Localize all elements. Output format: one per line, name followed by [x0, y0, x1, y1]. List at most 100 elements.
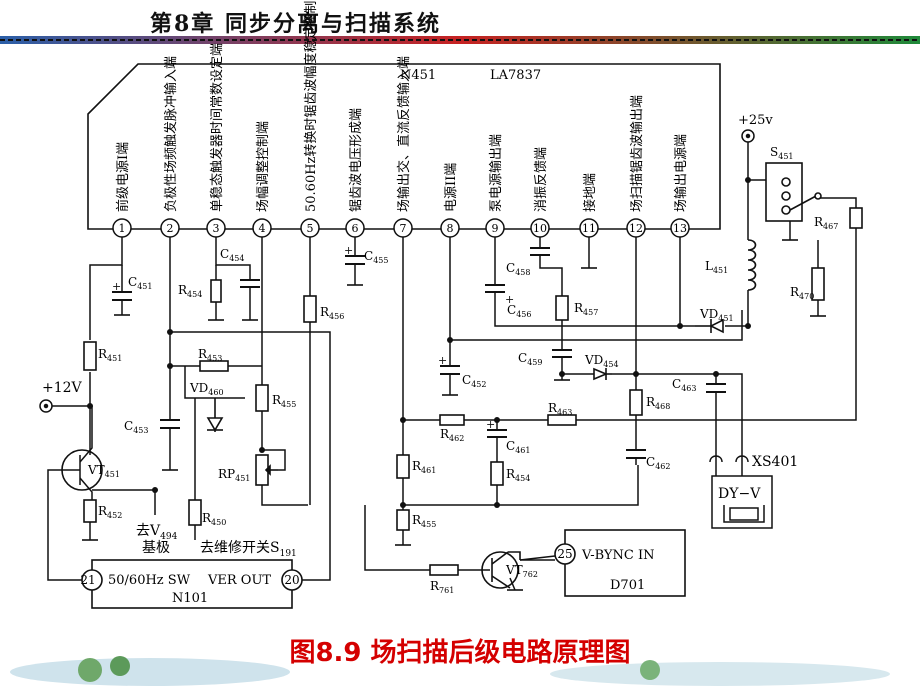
svg-text:+: +	[438, 354, 447, 367]
label-r468: R468	[646, 395, 670, 411]
polarity-marks: + + + + +	[112, 244, 514, 431]
n101-pin-21: 21	[80, 573, 95, 587]
ic-pin-number: 5	[307, 222, 314, 235]
resistor-r761	[429, 564, 459, 576]
label-c451: C451	[128, 275, 152, 291]
ic-pin-label: 50.60Hz转换时锯齿波幅度稳定控制端	[303, 0, 319, 212]
label-c453: C453	[124, 419, 148, 435]
resistor-r455-a	[255, 384, 269, 412]
label-r451: R451	[98, 347, 122, 363]
junction-dots	[87, 177, 751, 508]
label-c459: C459	[518, 351, 542, 367]
capacitor-c456	[485, 284, 505, 293]
resistor-r453	[199, 360, 229, 372]
capacitor-c458	[530, 247, 550, 256]
ic-pin-number: 7	[400, 222, 407, 235]
switch-s451	[765, 162, 822, 222]
capacitor-leads	[121, 255, 717, 465]
label-c452: C452	[462, 373, 486, 389]
label-c461: C461	[506, 439, 530, 455]
ic-pin-number: 2	[167, 222, 174, 235]
label-vd451: VD451	[699, 307, 734, 323]
ic-pin-label: 电源II端	[444, 163, 459, 212]
diode-vd460	[206, 417, 224, 432]
capacitor-c453	[160, 419, 180, 429]
n101-pin-20: 20	[284, 573, 299, 587]
label-r456: R456	[320, 305, 344, 321]
svg-text:+: +	[505, 293, 514, 306]
capacitor-c462	[626, 449, 646, 459]
resistor-r452	[83, 499, 97, 523]
label-r462: R462	[440, 427, 464, 443]
label-r454b: R454	[506, 467, 530, 483]
n101-text-right: VER OUT	[207, 573, 271, 588]
d701-text: V-BYNC IN	[581, 548, 654, 563]
ic-pin-number: 3	[213, 222, 220, 235]
label-r452: R452	[98, 504, 122, 520]
resistor-r454-a	[210, 279, 222, 303]
ic-n451-part: LA7837	[490, 68, 541, 83]
ic-pin-12: 12 场扫描锯齿波输出端	[626, 95, 646, 238]
label-r454a: R454	[178, 283, 202, 299]
svg-text:+: +	[486, 418, 495, 431]
label-r470: R470	[790, 285, 814, 301]
ic-pin-number: 10	[533, 222, 547, 235]
label-r457: R457	[574, 301, 598, 317]
ic-pin-number: 12	[629, 222, 643, 235]
capacitor-c459	[552, 349, 572, 358]
ic-pin-7: 7 场输出交、直流反馈输入端	[393, 56, 413, 238]
ground-symbols	[82, 239, 826, 591]
bottom-decoration	[10, 656, 890, 686]
label-plus12v: +12V	[42, 380, 83, 396]
resistor-r451	[83, 341, 97, 371]
ic-pin-label: 消振反馈端	[534, 147, 549, 212]
ic-pin-label: 前级电源I端	[115, 142, 131, 212]
potentiometer-rp451	[255, 454, 278, 486]
ic-pin-label: 场扫描锯齿波输出端	[629, 95, 645, 212]
resistor-r470	[811, 267, 825, 301]
ic-n451-ref: N451	[400, 68, 436, 83]
ic-pin-label: 单稳态触发器时间常数设定端	[209, 43, 225, 212]
label-rp451: RP451	[218, 467, 250, 483]
label-c456: C456	[507, 303, 531, 319]
note-base: 基极	[142, 539, 170, 556]
transistor-vt451	[61, 449, 103, 491]
ic-pin-label: 泵电源输出端	[488, 134, 504, 212]
capacitor-c455	[345, 255, 365, 265]
ic-pin-label: 场幅调整控制端	[256, 121, 271, 212]
resistor-r462	[439, 414, 465, 426]
label-dy-v: DY−V	[718, 486, 761, 502]
note-to-v494: 去V494	[136, 523, 178, 542]
label-l451: L451	[705, 259, 728, 275]
transistors	[61, 449, 521, 589]
resistor-r455-b	[396, 509, 410, 531]
label-c463: C463	[672, 377, 696, 393]
note-to-switch: 去维修开关S191	[200, 540, 297, 559]
header-title: 第8章 同步分离与扫描系统	[150, 11, 441, 37]
n101-text-left: 50/60Hz SW	[108, 573, 191, 588]
ic-pin-10: 10 消振反馈端	[530, 147, 550, 238]
ic-pin-label: 接地端	[582, 173, 598, 212]
diodes	[206, 318, 724, 432]
resistor-bodies	[83, 207, 863, 576]
header-decorative-band	[0, 36, 920, 44]
label-c455: C455	[364, 249, 388, 265]
transistor-vt762	[481, 551, 519, 589]
resistor-r450	[188, 499, 202, 526]
ic-n101	[81, 559, 303, 609]
ic-pin-number: 6	[352, 222, 359, 235]
ic-pin-label: 场输出电源端	[673, 134, 689, 212]
label-r453: R453	[198, 347, 222, 363]
ic-pin-label: 场输出交、直流反馈输入端	[396, 56, 412, 212]
resistor-r457	[555, 295, 569, 321]
diode-vd454	[593, 367, 609, 381]
